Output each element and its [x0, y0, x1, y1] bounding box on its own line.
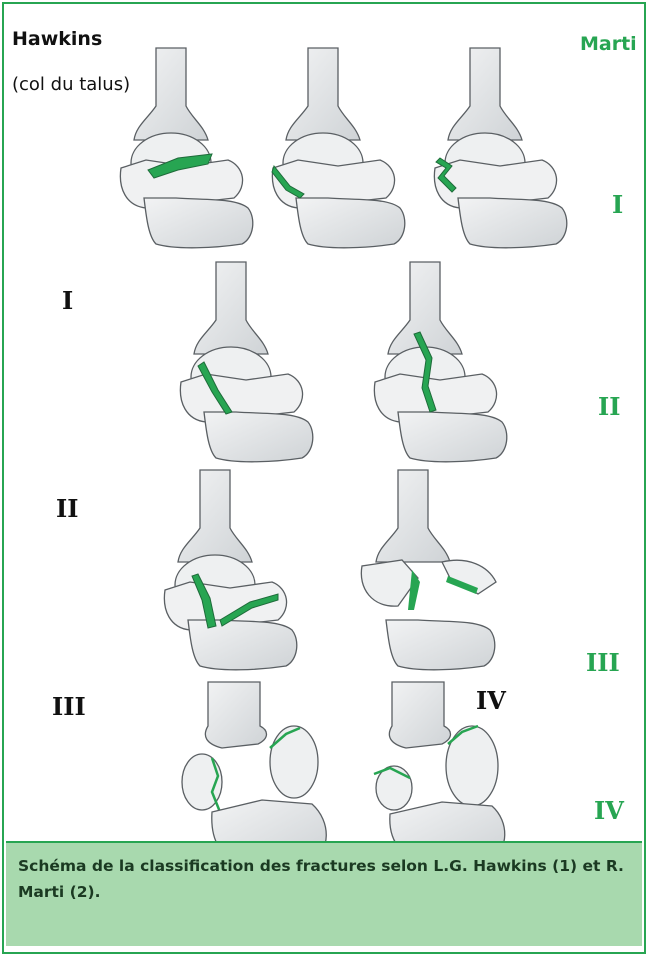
- ankle-row3-a: [164, 470, 296, 670]
- ankle-row1-a: [120, 48, 252, 248]
- marti-grade-iv: IV: [594, 796, 624, 825]
- hawkins-subtitle: (col du talus): [12, 74, 130, 95]
- caption-text: Schéma de la classification des fracture…: [18, 853, 628, 905]
- ankle-row4-a: [182, 682, 326, 862]
- ankle-row2-b: [374, 262, 506, 462]
- marti-grade-i: I: [612, 190, 623, 219]
- marti-grade-iii: III: [586, 648, 620, 677]
- ankle-row1-b: [272, 48, 405, 248]
- hawkins-grade-iii: III: [52, 692, 86, 721]
- hawkins-grade-i: I: [62, 286, 73, 315]
- marti-grade-ii: II: [598, 392, 620, 421]
- hawkins-title: Hawkins: [12, 28, 102, 50]
- ankle-row3-b: [361, 470, 496, 670]
- hawkins-grade-iv: IV: [476, 686, 506, 715]
- marti-title: Marti: [580, 33, 637, 55]
- hawkins-grade-ii: II: [56, 494, 78, 523]
- caption-box: Schéma de la classification des fracture…: [6, 841, 642, 946]
- ankle-row2-a: [180, 262, 312, 462]
- ankle-row1-c: [434, 48, 566, 248]
